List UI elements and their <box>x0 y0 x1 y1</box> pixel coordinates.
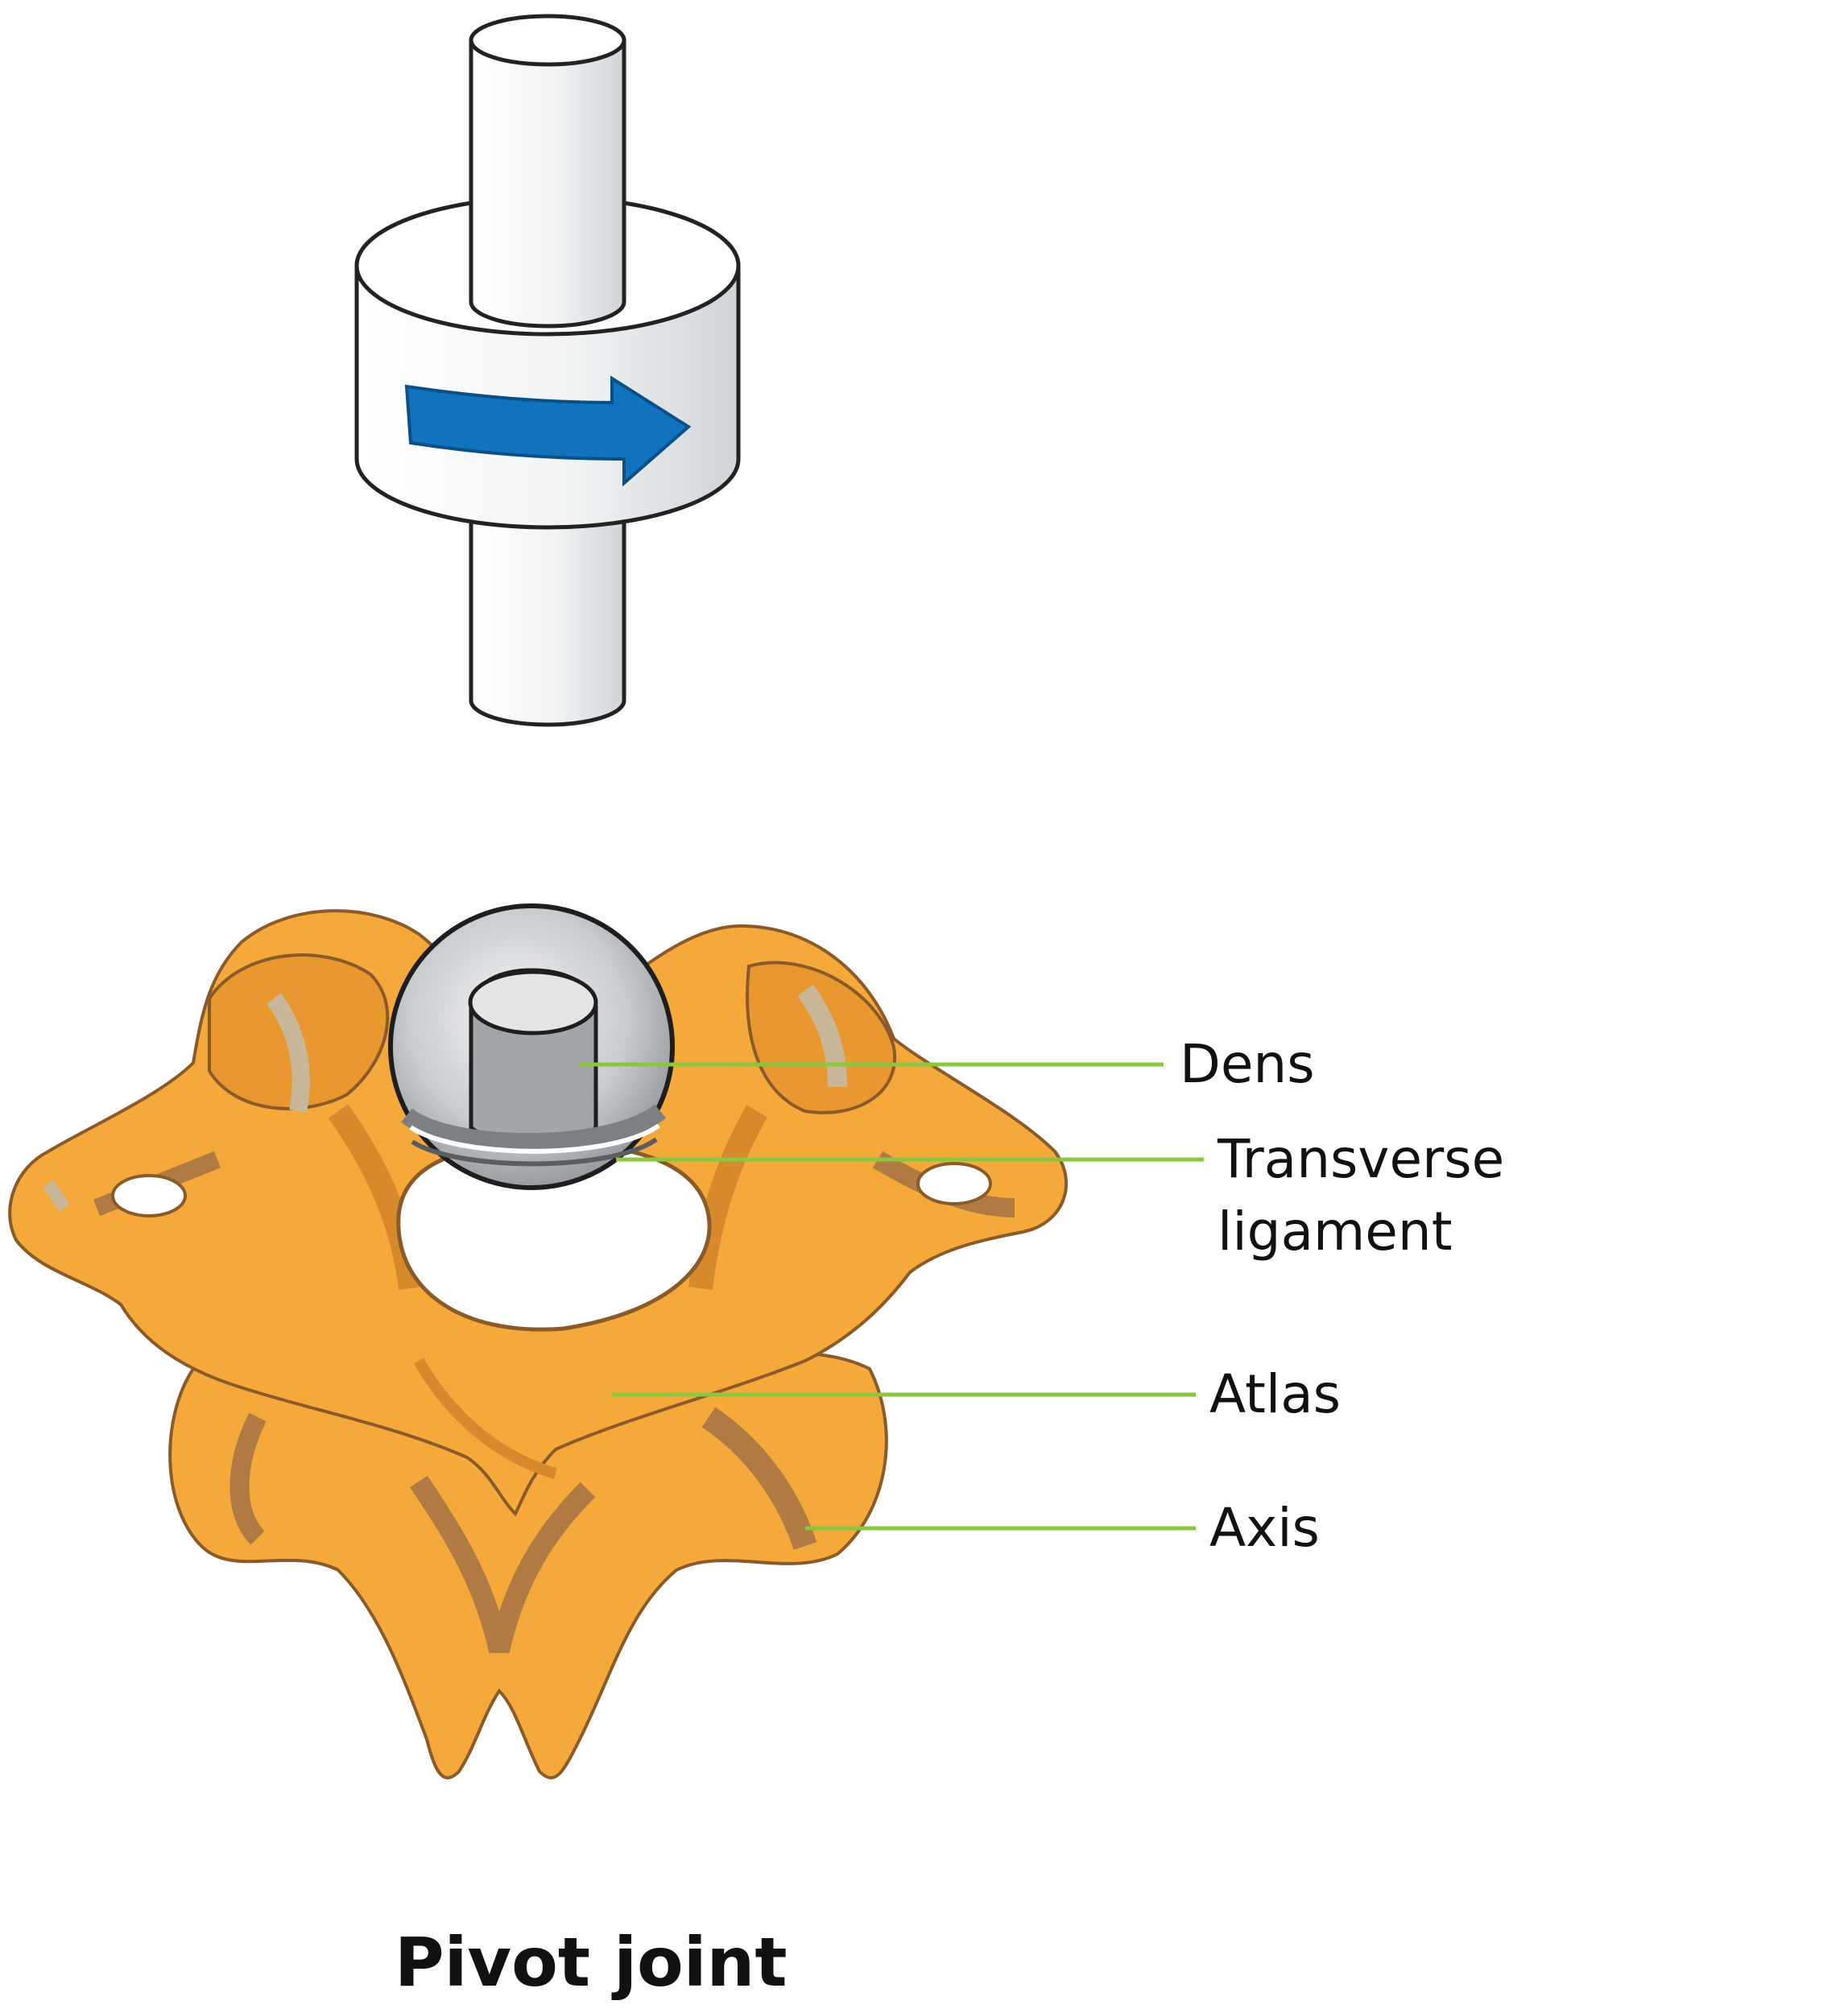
lower-rod <box>469 513 626 727</box>
dens-label: Dens <box>1180 1033 1315 1095</box>
pivot-model <box>354 14 741 727</box>
rotation-arrow-icon <box>404 375 692 487</box>
transverse-ligament-label-line2: ligament <box>1218 1201 1453 1263</box>
left-transverse-foramen <box>111 1174 187 1217</box>
leader-lines <box>580 1062 1204 1531</box>
vertebrae-illustration <box>8 903 1069 1779</box>
upper-rod <box>469 14 626 329</box>
right-transverse-foramen <box>916 1162 992 1205</box>
transverse-ligament-band <box>401 1104 667 1151</box>
transverse-ligament-label-line1: Transverse <box>1218 1128 1505 1190</box>
diagram-caption: Pivot joint <box>395 1923 788 2002</box>
atlas-vertebra <box>8 909 1069 1517</box>
axis-vertebra <box>168 1345 888 1779</box>
atlas-label: Atlas <box>1209 1363 1342 1425</box>
dens-and-ligament <box>388 903 675 1190</box>
axis-label: Axis <box>1209 1497 1320 1559</box>
